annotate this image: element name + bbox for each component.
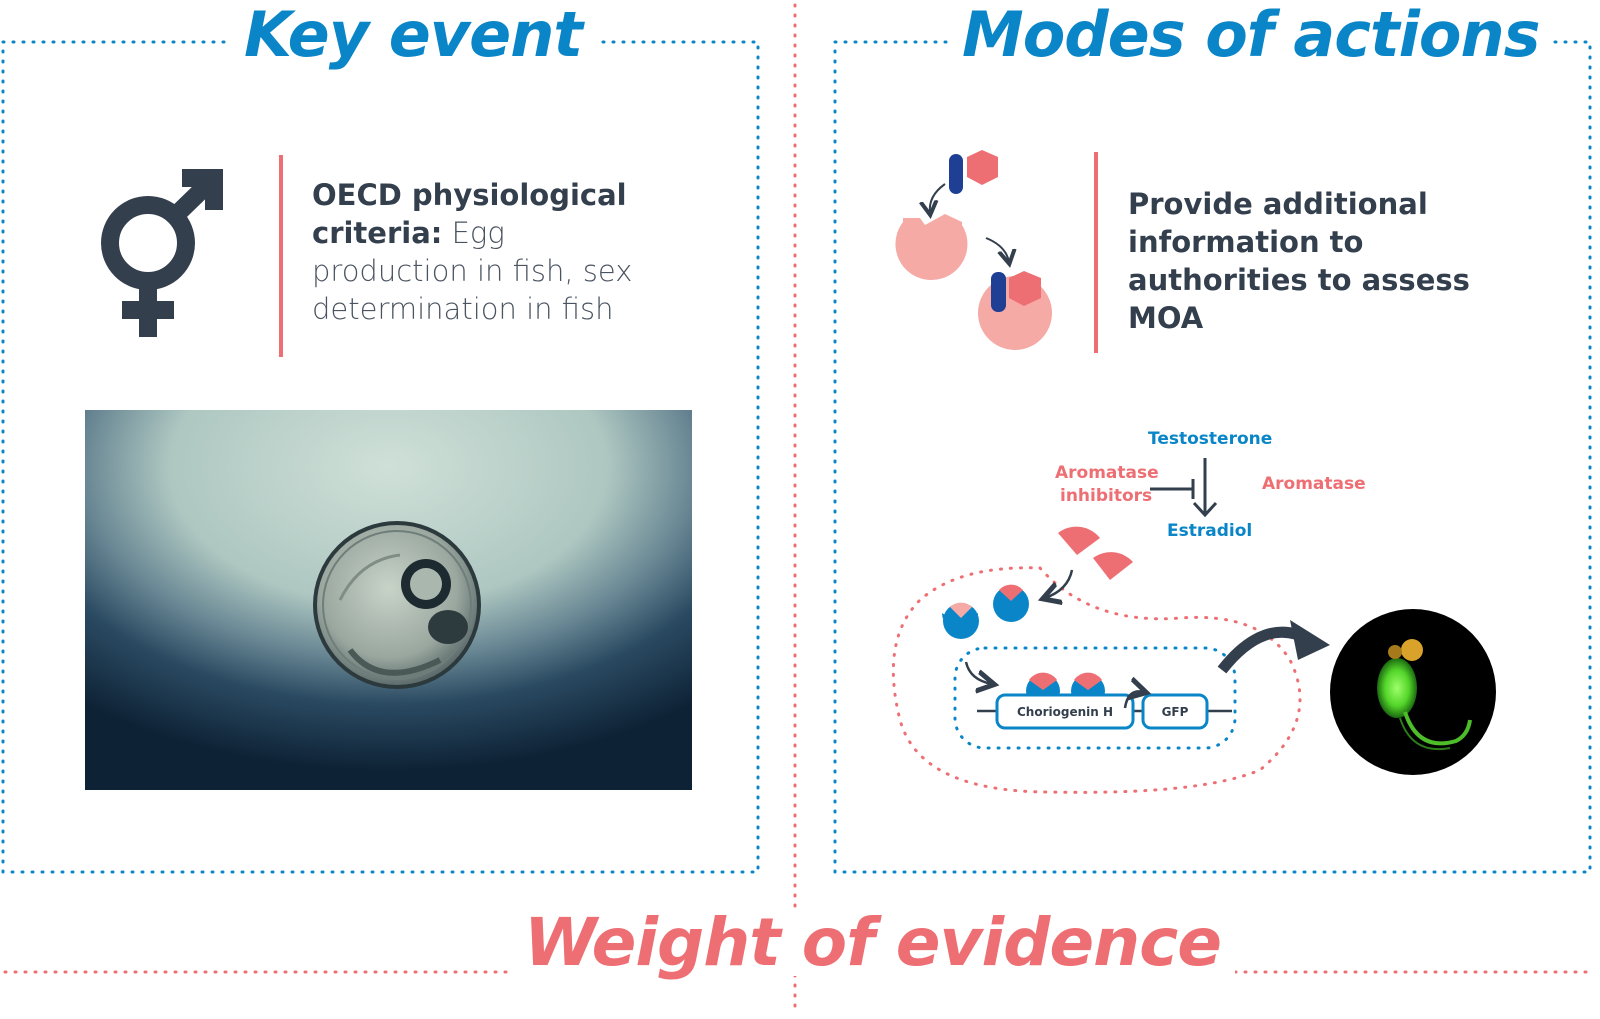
aromatase-label: Aromatase	[1262, 474, 1366, 494]
dna-construct: Choriogenin H GFP	[977, 672, 1232, 730]
nucleus	[953, 646, 1237, 750]
criteria-body: Egg production in fish, sex determinatio…	[312, 216, 633, 326]
receptor-to-dna-arrow	[964, 661, 992, 684]
modes-panel-border	[833, 40, 1592, 874]
moa-description: Provide additional information to author…	[1128, 187, 1470, 335]
key-event-title: Key event	[230, 4, 596, 66]
cell-membrane	[891, 566, 1302, 794]
aromatase-inhibitors-label-line1: Aromatase	[1055, 463, 1159, 483]
gene-label: Choriogenin H	[1017, 705, 1113, 719]
weight-of-evidence-title: Weight of evidence	[510, 910, 1236, 976]
intersex-symbol-icon	[101, 169, 223, 337]
key-event-panel-border	[1, 40, 760, 874]
gfp-gene	[1141, 693, 1209, 730]
choriogenin-h-gene	[995, 693, 1135, 730]
criteria-heading: OECD physiological criteria:	[312, 178, 627, 250]
fluorescent-larva-photo	[1330, 609, 1496, 775]
expression-arrow	[1217, 620, 1330, 674]
estrogen-receptors	[942, 584, 1029, 639]
steroid-pathway	[1150, 458, 1218, 518]
receptor-binding-icon	[895, 150, 1052, 350]
modes-of-actions-title: Modes of actions	[948, 4, 1554, 66]
estradiol-binding-arrow	[1045, 569, 1074, 598]
aromatase-inhibitors-label-line2: inhibitors	[1060, 486, 1153, 506]
oecd-criteria-text: OECD physiological criteria: Egg product…	[312, 176, 657, 328]
reporter-label: GFP	[1162, 705, 1189, 719]
estradiol-label: Estradiol	[1167, 521, 1253, 541]
testosterone-label: Testosterone	[1148, 429, 1273, 449]
estradiol-wedges	[1058, 526, 1133, 580]
fish-embryo-photo	[85, 410, 692, 790]
